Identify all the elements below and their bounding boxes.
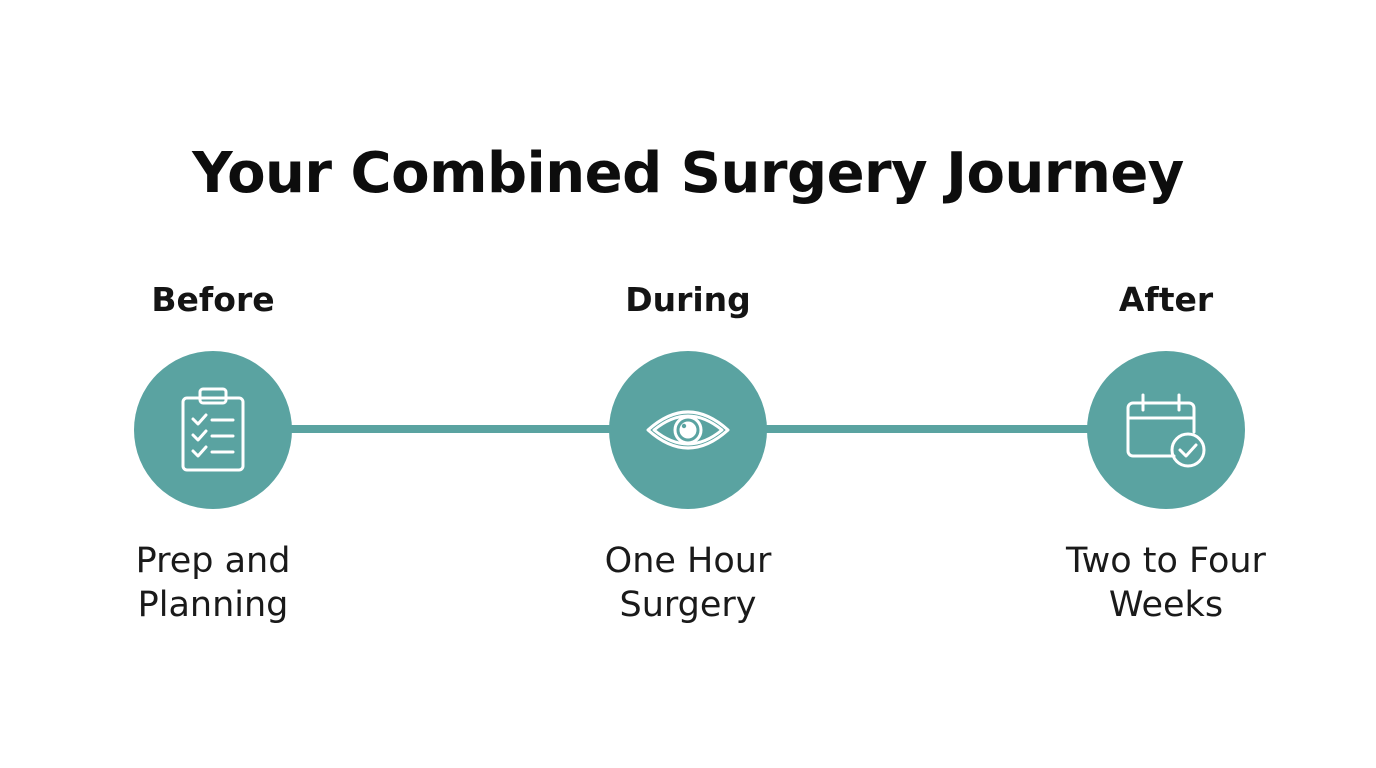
timeline-connector-2 [764, 425, 1090, 433]
stage-description-line: Surgery [619, 585, 757, 625]
stage-during: During One Hour Surgery [538, 270, 838, 627]
stage-description-line: Two to Four [1066, 541, 1266, 581]
stage-label: Before [151, 280, 275, 319]
stage-icon-circle [1087, 351, 1245, 509]
stage-description-line: Planning [137, 585, 289, 625]
stage-description-line: Weeks [1108, 585, 1224, 625]
stage-icon-circle [609, 351, 767, 509]
stage-label: During [625, 280, 751, 319]
stage-description: Prep and Planning [63, 539, 363, 627]
stage-description-line: One Hour [604, 541, 772, 581]
page-title: Your Combined Surgery Journey [192, 141, 1184, 206]
stage-after: After Two to Four Weeks [1016, 270, 1316, 627]
eye-icon [645, 404, 731, 456]
stage-description-line: Prep and [135, 541, 291, 581]
stage-label: After [1118, 280, 1214, 319]
stage-icon-circle [134, 351, 292, 509]
timeline-connector-1 [290, 425, 612, 433]
stage-description: Two to Four Weeks [1016, 539, 1316, 627]
calendar-check-icon [1124, 392, 1208, 468]
stage-description: One Hour Surgery [538, 539, 838, 627]
stage-before: Before Prep and Planning [63, 270, 363, 627]
clipboard-checklist-icon [178, 385, 248, 475]
